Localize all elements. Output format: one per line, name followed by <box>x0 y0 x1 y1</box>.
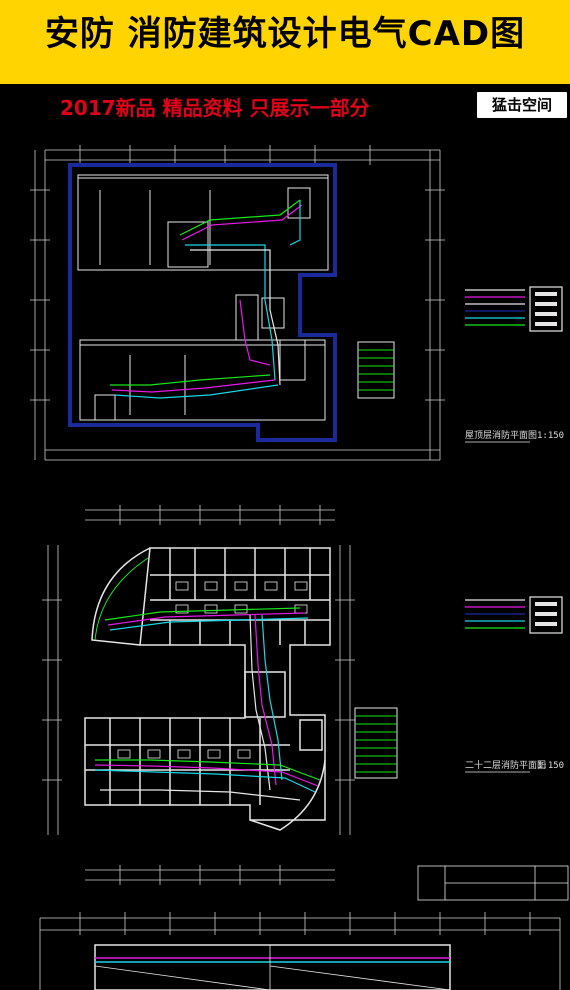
bottom-floor-plan-partial <box>39 912 561 990</box>
lower-floor-plan-dimensions <box>42 505 355 885</box>
subtitle-text: 2017新品 精品资料 只展示一部分 <box>60 96 370 120</box>
page-title: 安防 消防建筑设计电气CAD图 <box>44 14 526 54</box>
brand-badge: 猛击空间 <box>475 90 569 120</box>
title-banner <box>0 0 570 84</box>
plan1-scale: 1:150 <box>537 431 564 441</box>
plan2-scale: 1:150 <box>537 761 564 771</box>
legend-lower <box>354 707 398 779</box>
plan2-title: 二十二层消防平面图 <box>465 759 546 771</box>
wiring-lower <box>94 607 321 801</box>
roof-outline-bottom <box>94 944 451 990</box>
legend-right-lower <box>465 596 563 634</box>
walls-upper <box>77 174 329 421</box>
upper-floor-plan <box>30 145 445 461</box>
room-fixtures-lower <box>117 581 308 759</box>
title-block <box>417 865 569 901</box>
wiring-upper <box>110 199 303 399</box>
building-outline-upper <box>68 163 337 442</box>
legend-upper <box>357 341 395 399</box>
legend-right-upper <box>465 286 563 332</box>
plan1-title: 屋顶层消防平面图 <box>465 429 537 441</box>
cad-drawing-sheet: 屋顶层消防平面图 1:150 <box>30 145 569 990</box>
